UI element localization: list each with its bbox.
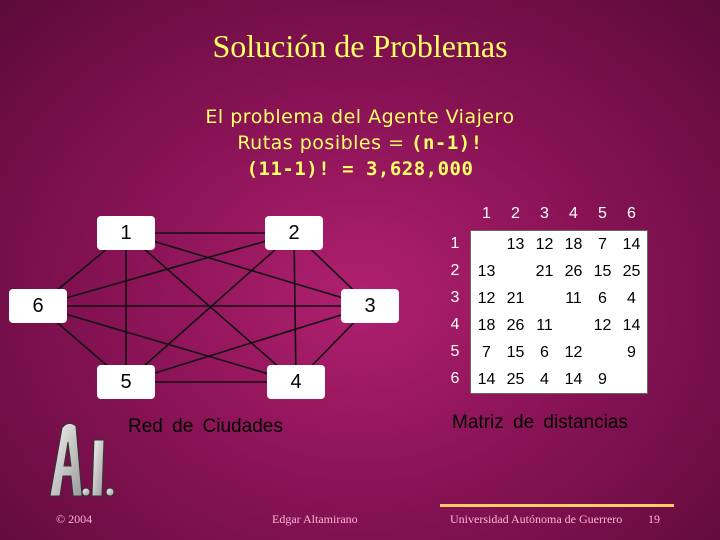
- graph-node-4: 4: [267, 365, 325, 399]
- matrix-cell: 14: [622, 317, 641, 334]
- subtitle-line-2-text: Rutas posibles =: [237, 132, 412, 154]
- matrix-cell: 14: [622, 236, 641, 253]
- matrix-cell: 26: [506, 317, 525, 334]
- matrix-cell: 15: [593, 263, 612, 280]
- matrix-cell: 14: [564, 371, 583, 388]
- matrix-caption: Matriz de distancias: [452, 412, 628, 433]
- matrix-row-header: 2: [450, 262, 460, 279]
- graph-node-5: 5: [97, 365, 155, 399]
- footer-institution: Universidad Autónoma de Guerrero: [450, 512, 623, 526]
- graph-edge: [125, 232, 371, 307]
- subtitle-line-2: Rutas posibles = (n-1)!: [0, 130, 720, 156]
- matrix-cell: [530, 285, 559, 312]
- footer-page-number: 19: [648, 512, 660, 526]
- subtitle: El problema del Agente Viajero Rutas pos…: [0, 104, 720, 182]
- matrix-cell: 13: [506, 236, 525, 253]
- matrix-cell: 11: [565, 290, 582, 307]
- matrix-cell: 12: [477, 290, 496, 307]
- matrix-cell: 7: [598, 236, 607, 253]
- matrix-cell: 9: [598, 371, 607, 388]
- footer-accent-line: [440, 504, 674, 507]
- footer-author: Edgar Altamirano: [272, 512, 358, 526]
- matrix-cell: 11: [536, 317, 553, 334]
- matrix-cell: 12: [564, 344, 583, 361]
- matrix-cell: 18: [564, 236, 583, 253]
- matrix-cell: 13: [477, 263, 496, 280]
- matrix-row-header: 6: [450, 370, 460, 387]
- matrix-cell: 26: [564, 263, 583, 280]
- matrix-cell: 4: [540, 371, 549, 388]
- graph-edge: [293, 232, 297, 383]
- graph-node-6: 6: [9, 289, 67, 323]
- graph-caption: Red de Ciudades: [128, 416, 283, 437]
- slide-title: Solución de Problemas: [212, 28, 508, 64]
- ai-logo-icon: [49, 422, 115, 497]
- matrix-col-header: 4: [569, 205, 578, 222]
- matrix-cell: [617, 366, 646, 393]
- matrix-col-header: 2: [511, 205, 520, 222]
- matrix-cell: [501, 258, 530, 285]
- distance-matrix: 13 12 18 7 14 13 21 26 15 25 12 21 11 6 4 18 26 11 12 14 7 15…: [470, 230, 648, 394]
- matrix-col-header: 5: [598, 205, 607, 222]
- graph-edge: [125, 232, 295, 383]
- matrix-cell: [559, 312, 588, 339]
- matrix-cell: [472, 231, 501, 258]
- graph-edge: [125, 305, 371, 383]
- footer-copyright: © 2004: [56, 512, 93, 526]
- graph-edge: [37, 232, 295, 307]
- matrix-cell: 18: [477, 317, 496, 334]
- matrix-cell: 21: [506, 290, 525, 307]
- matrix-cell: [588, 339, 617, 366]
- matrix-cell: 25: [506, 371, 525, 388]
- graph-node-3: 3: [341, 289, 399, 323]
- graph-node-2: 2: [265, 216, 323, 250]
- matrix-col-header: 3: [540, 205, 549, 222]
- subtitle-line-1: El problema del Agente Viajero: [205, 106, 515, 128]
- matrix-cell: 15: [506, 344, 525, 361]
- matrix-col-header: 6: [627, 205, 636, 222]
- matrix-cell: 6: [540, 344, 549, 361]
- subtitle-formula: (n-1)!: [411, 132, 483, 154]
- matrix-cell: 6: [598, 290, 607, 307]
- matrix-cell: 12: [535, 236, 554, 253]
- graph-node-1: 1: [97, 216, 155, 250]
- matrix-row-header: 5: [450, 343, 460, 360]
- graph-edge: [37, 305, 297, 383]
- subtitle-line-3: (11-1)! = 3,628,000: [246, 158, 474, 180]
- matrix-row-header: 1: [450, 235, 460, 252]
- matrix-cell: 9: [627, 344, 636, 361]
- matrix-cell: 7: [482, 344, 491, 361]
- matrix-col-header: 1: [482, 205, 491, 222]
- matrix-cell: 21: [535, 263, 554, 280]
- matrix-cell: 25: [622, 263, 641, 280]
- matrix-cell: 14: [477, 371, 496, 388]
- matrix-row-header: 4: [450, 316, 460, 333]
- matrix-cell: 12: [593, 317, 612, 334]
- matrix-cell: 4: [627, 290, 636, 307]
- matrix-row-header: 3: [450, 289, 460, 306]
